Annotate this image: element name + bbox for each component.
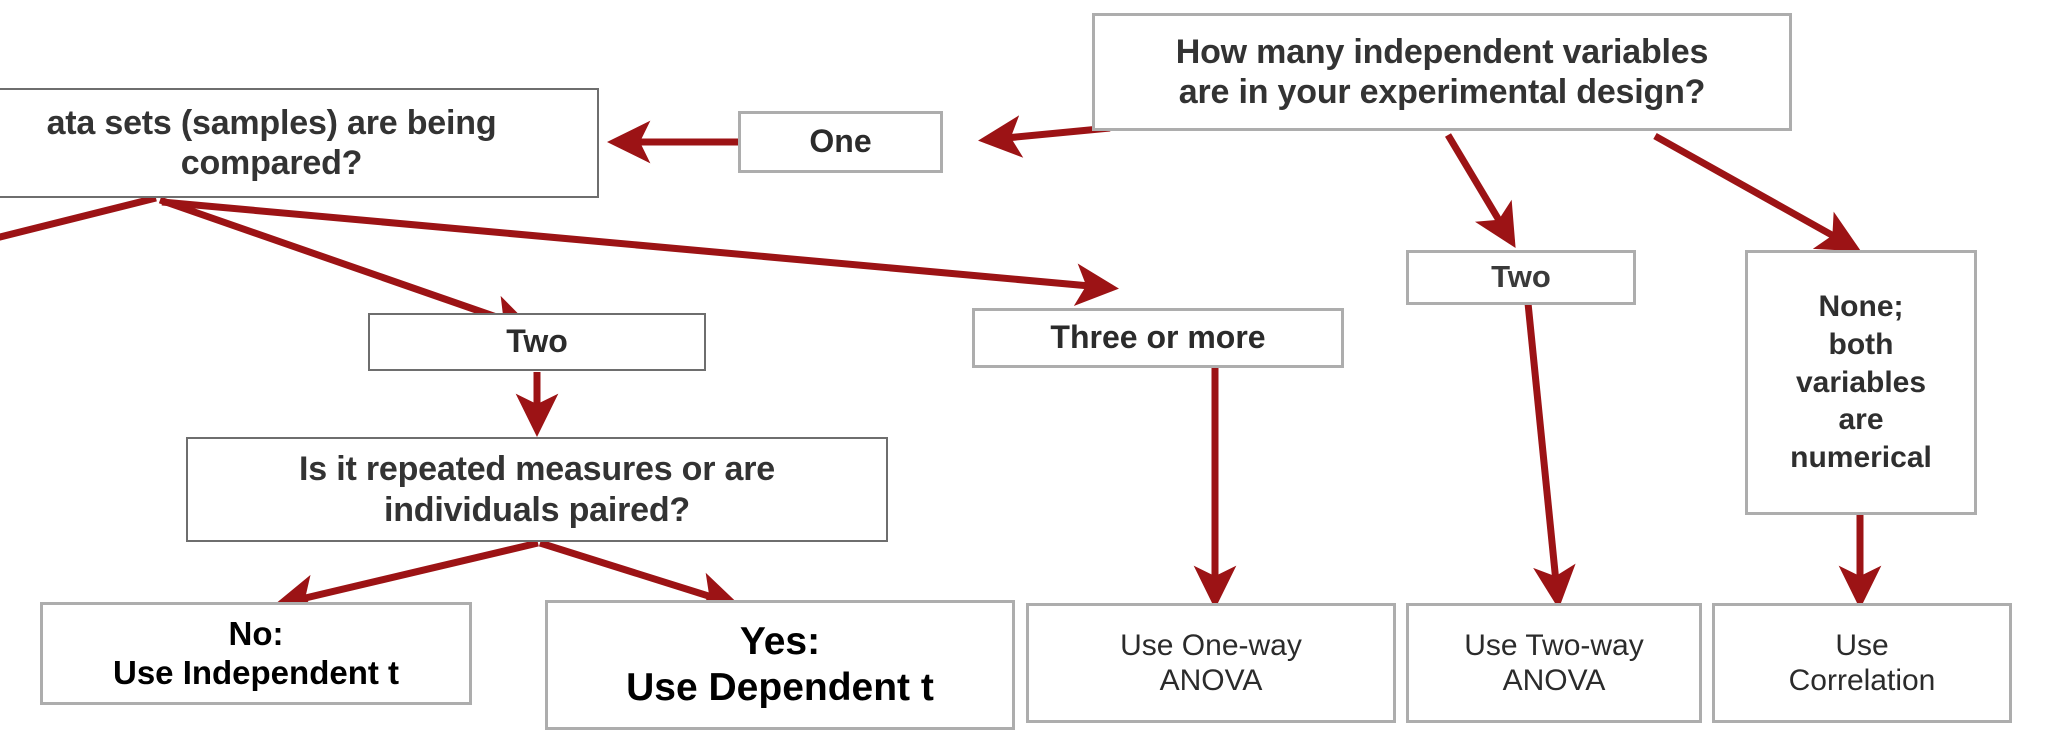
node-one[interactable]: One bbox=[738, 111, 943, 173]
node-result-one-way-anova[interactable]: Use One-way ANOVA bbox=[1026, 603, 1396, 723]
node-result-two-way-anova-label: Use Two-way ANOVA bbox=[1464, 628, 1644, 697]
node-datasets-question-label: ata sets (samples) are being compared? bbox=[46, 103, 497, 182]
node-result-independent-t[interactable]: No: Use Independent t bbox=[40, 602, 472, 705]
edge-two-right-to-two-way-anova bbox=[1524, 302, 1576, 609]
node-result-correlation[interactable]: Use Correlation bbox=[1712, 603, 2012, 723]
edge-repeated-to-no bbox=[273, 539, 539, 617]
node-result-independent-t-label: No: Use Independent t bbox=[112, 614, 400, 691]
edge-datasets-to-two-left bbox=[158, 196, 535, 337]
node-result-two-way-anova[interactable]: Use Two-way ANOVA bbox=[1406, 603, 1702, 723]
node-two-left-label: Two bbox=[506, 323, 568, 360]
edge-repeated-to-yes bbox=[538, 539, 741, 614]
node-two-left[interactable]: Two bbox=[368, 313, 706, 371]
node-none-numerical-label: None; both variables are numerical bbox=[1790, 290, 1932, 475]
node-result-correlation-label: Use Correlation bbox=[1788, 628, 1936, 697]
node-datasets-question[interactable]: ata sets (samples) are being compared? bbox=[0, 88, 599, 198]
node-two-right-label: Two bbox=[1491, 259, 1551, 295]
node-none-numerical[interactable]: None; both variables are numerical bbox=[1745, 250, 1977, 515]
edge-datasets-to-offscreen bbox=[0, 194, 157, 241]
node-root-question[interactable]: How many independent variables are in yo… bbox=[1092, 13, 1792, 131]
node-repeated-question-label: Is it repeated measures or are individua… bbox=[299, 450, 775, 529]
node-three-or-more[interactable]: Three or more bbox=[972, 308, 1344, 368]
edge-root-to-two-right bbox=[1444, 133, 1516, 249]
node-result-dependent-t-label: Yes: Use Dependent t bbox=[626, 619, 934, 709]
node-three-or-more-label: Three or more bbox=[1050, 319, 1266, 356]
node-two-right[interactable]: Two bbox=[1406, 250, 1636, 305]
node-repeated-question[interactable]: Is it repeated measures or are individua… bbox=[186, 437, 888, 542]
node-result-dependent-t[interactable]: Yes: Use Dependent t bbox=[545, 600, 1015, 730]
edge-datasets-to-three-or-more bbox=[161, 198, 1119, 306]
node-one-label: One bbox=[809, 123, 872, 160]
node-result-one-way-anova-label: Use One-way ANOVA bbox=[1120, 628, 1302, 697]
node-root-question-label: How many independent variables are in yo… bbox=[1175, 32, 1709, 111]
edge-root-to-none bbox=[1653, 132, 1862, 252]
